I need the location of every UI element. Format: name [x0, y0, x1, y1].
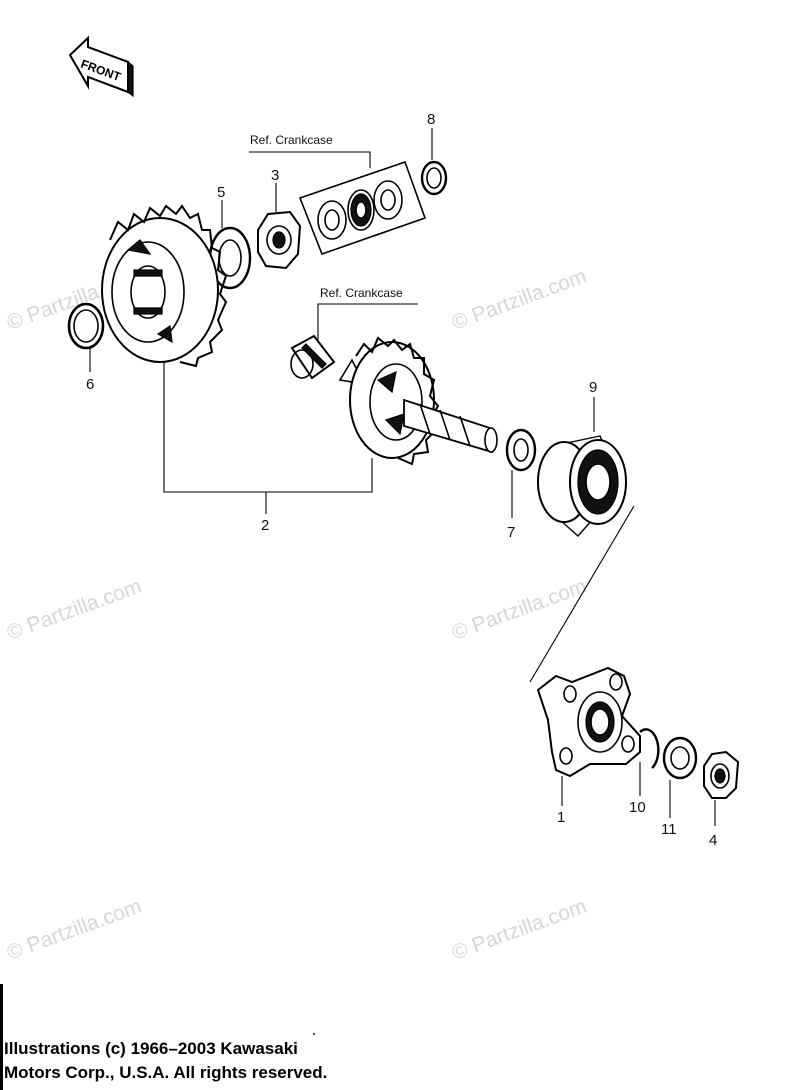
- callouts: 8 3 5 6 9 2 7 1 10 11 4: [86, 111, 717, 849]
- part-2-drive-shaft-gear: [338, 336, 498, 466]
- watermark-2: © Partzilla.com: [449, 265, 590, 335]
- scan-speck: [313, 1033, 315, 1035]
- part-7-washer: [505, 428, 537, 518]
- ref-crankcase-lower-label: Ref. Crankcase: [320, 286, 403, 300]
- callout-11: 11: [661, 821, 677, 838]
- callout-9: 9: [589, 379, 597, 396]
- left-edge-bar: [0, 984, 3, 1090]
- part-11-washer: [662, 736, 698, 818]
- callout-10: 10: [629, 799, 646, 816]
- watermark-5: © Partzilla.com: [4, 895, 145, 965]
- part-8-washer: [420, 128, 448, 196]
- part-2-bevel-gear-left: [101, 204, 228, 368]
- copyright-line-2: Motors Corp., U.S.A. All rights reserved…: [4, 1063, 327, 1082]
- part-9-bearing: [529, 397, 635, 683]
- ref-crankcase-lower: Ref. Crankcase: [290, 286, 418, 380]
- callout-7: 7: [507, 524, 515, 541]
- callout-3: 3: [271, 167, 279, 184]
- front-arrow-icon: FRONT: [68, 35, 134, 98]
- callout-4: 4: [709, 832, 717, 849]
- watermarks: © Partzilla.com © Partzilla.com © Partzi…: [4, 265, 590, 965]
- watermark-4: © Partzilla.com: [449, 575, 590, 645]
- ref-crankcase-upper-label: Ref. Crankcase: [250, 133, 333, 147]
- watermark-3: © Partzilla.com: [4, 575, 145, 645]
- callout-8: 8: [427, 111, 435, 128]
- callout-5: 5: [217, 184, 225, 201]
- part-10-circlip: [639, 728, 660, 796]
- callout-2: 2: [261, 517, 269, 534]
- part-2-leader: [163, 362, 373, 514]
- callout-6: 6: [86, 376, 94, 393]
- watermark-6: © Partzilla.com: [449, 895, 590, 965]
- copyright-line-1: Illustrations (c) 1966–2003 Kawasaki: [4, 1039, 298, 1058]
- part-4-nut: [703, 750, 740, 826]
- part-3-nut: [257, 183, 302, 270]
- copyright: Illustrations (c) 1966–2003 Kawasaki Mot…: [4, 1039, 327, 1082]
- callout-1: 1: [557, 809, 565, 826]
- part-1-flange: [536, 666, 641, 806]
- ref-crankcase-upper: Ref. Crankcase: [249, 133, 427, 256]
- part-6-ring: [67, 302, 105, 372]
